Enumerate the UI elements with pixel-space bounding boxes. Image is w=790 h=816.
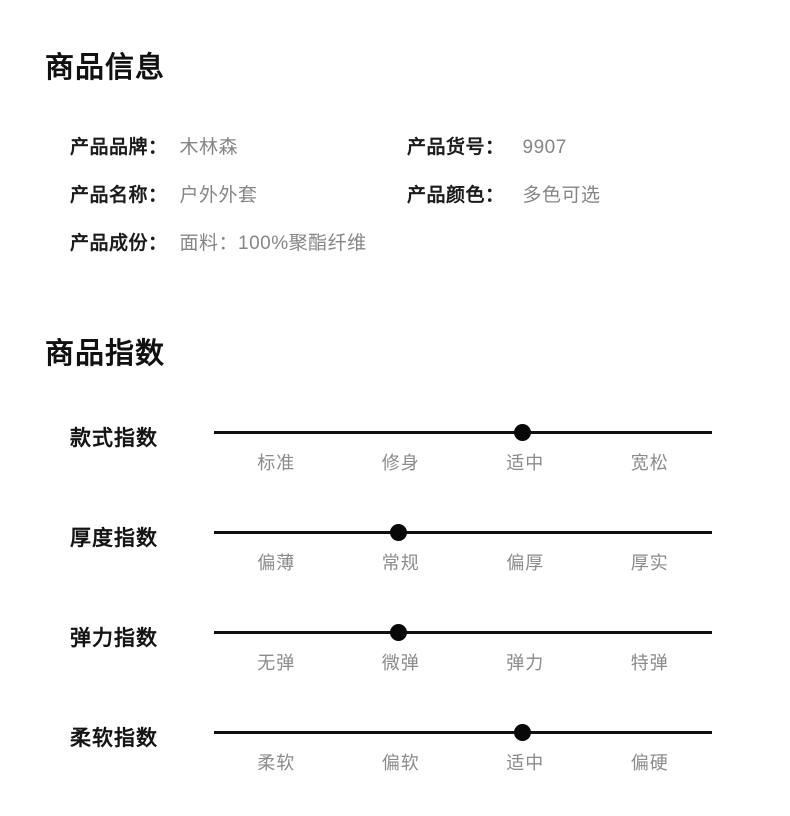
index-label-softness: 柔软指数	[70, 727, 158, 750]
scale-option: 适中	[506, 753, 545, 773]
index-row-elasticity: 弹力指数 无弹 微弹 弹力 特弹	[0, 600, 790, 700]
scale-track	[214, 724, 712, 741]
info-value-name: 户外外套	[179, 185, 258, 206]
index-scale-elasticity[interactable]: 无弹 微弹 弹力 特弹	[214, 622, 712, 682]
scale-option: 偏薄	[257, 553, 296, 573]
info-cell-color: 产品颜色： 多色可选	[407, 180, 601, 207]
scale-option: 特弹	[630, 653, 669, 673]
info-value-color: 多色可选	[522, 185, 601, 206]
scale-option: 偏厚	[506, 553, 545, 573]
scale-option: 偏硬	[630, 753, 669, 773]
info-cell-material: 产品成份： 面料：100%聚酯纤维	[70, 228, 367, 255]
index-row-style: 款式指数 标准 修身 适中 宽松	[0, 400, 790, 500]
scale-option: 偏软	[381, 753, 420, 773]
scale-option: 无弹	[257, 653, 296, 673]
index-scale-softness[interactable]: 柔软 偏软 适中 偏硬	[214, 722, 712, 782]
page-title-product-index: 商品指数	[45, 338, 166, 370]
scale-label-row: 无弹 微弹 弹力 特弹	[214, 649, 712, 675]
index-label-style: 款式指数	[70, 427, 158, 450]
scale-label-row: 柔软 偏软 适中 偏硬	[214, 749, 712, 775]
scale-track	[214, 524, 712, 541]
scale-option: 修身	[381, 453, 420, 473]
scale-marker-dot[interactable]	[389, 624, 407, 641]
scale-option: 柔软	[257, 753, 296, 773]
info-cell-brand: 产品品牌： 木林森	[70, 132, 238, 159]
scale-option: 适中	[506, 453, 545, 473]
info-cell-article-number: 产品货号： 9907	[407, 132, 567, 159]
info-value-article-number: 9907	[522, 137, 567, 158]
info-value-material: 面料：100%聚酯纤维	[179, 233, 367, 254]
product-info-table: 产品品牌： 木林森 产品货号： 9907 产品名称： 户外外套 产品颜色： 多色…	[0, 132, 790, 284]
info-row: 产品成份： 面料：100%聚酯纤维	[0, 228, 790, 284]
scale-option: 常规	[381, 553, 420, 573]
scale-label-row: 标准 修身 适中 宽松	[214, 449, 712, 475]
info-value-brand: 木林森	[179, 137, 239, 158]
info-label-color: 产品颜色：	[407, 185, 505, 206]
index-scale-style[interactable]: 标准 修身 适中 宽松	[214, 422, 712, 482]
index-label-thickness: 厚度指数	[70, 527, 158, 550]
info-row: 产品品牌： 木林森 产品货号： 9907	[0, 132, 790, 180]
scale-track	[214, 624, 712, 641]
info-row: 产品名称： 户外外套 产品颜色： 多色可选	[0, 180, 790, 228]
index-label-elasticity: 弹力指数	[70, 627, 158, 650]
scale-marker-dot[interactable]	[514, 424, 532, 441]
scale-option: 厚实	[630, 553, 669, 573]
info-label-brand: 产品品牌：	[70, 137, 168, 158]
index-row-softness: 柔软指数 柔软 偏软 适中 偏硬	[0, 700, 790, 800]
scale-option: 标准	[257, 453, 296, 473]
info-cell-name: 产品名称： 户外外套	[70, 180, 258, 207]
info-label-name: 产品名称：	[70, 185, 168, 206]
page-title-product-info: 商品信息	[45, 52, 166, 84]
scale-option: 宽松	[630, 453, 669, 473]
scale-option: 微弹	[381, 653, 420, 673]
scale-marker-dot[interactable]	[389, 524, 407, 541]
info-label-article-number: 产品货号：	[407, 137, 505, 158]
scale-marker-dot[interactable]	[514, 724, 532, 741]
index-row-thickness: 厚度指数 偏薄 常规 偏厚 厚实	[0, 500, 790, 600]
scale-track	[214, 424, 712, 441]
index-scale-thickness[interactable]: 偏薄 常规 偏厚 厚实	[214, 522, 712, 582]
scale-option: 弹力	[506, 653, 545, 673]
info-label-material: 产品成份：	[70, 233, 168, 254]
scale-label-row: 偏薄 常规 偏厚 厚实	[214, 549, 712, 575]
product-index-list: 款式指数 标准 修身 适中 宽松 厚度指数	[0, 400, 790, 800]
